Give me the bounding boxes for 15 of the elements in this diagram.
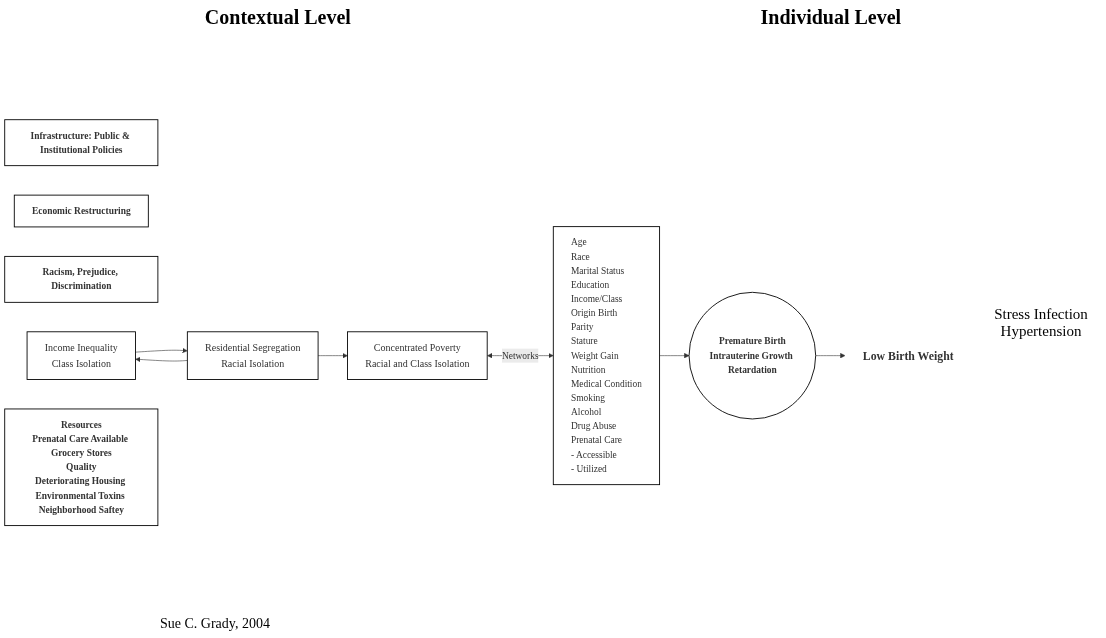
node-box: Residential Segregation Racial Isolation [186, 331, 319, 380]
caption: Sue C. Grady, 2004 [160, 616, 271, 632]
level-heading: Contextual Level [204, 6, 351, 29]
node-box: Resources Prenatal Care Available Grocery Stores Quality Deteriorating Housing Environmental Toxins Neighborhood Saftey [4, 408, 159, 526]
node-box: Income Inequality Class Isolation [26, 331, 136, 380]
edge-label: Networks [501, 350, 539, 361]
edge-note: Stress Infection Hypertension [993, 305, 1089, 340]
node-box: Concentrated Poverty Racial and Class Isolation [347, 331, 488, 380]
node-box: Infrastructure: Public & Institutional Policies [4, 119, 159, 166]
node-text: Low Birth Weight [862, 349, 954, 362]
node-circle: Premature Birth Intrauterine Growth Retardation [688, 291, 817, 420]
node-box: Economic Restructuring [13, 194, 149, 228]
level-heading: Individual Level [760, 6, 902, 29]
node-box: Racism, Prejudice, Discrimination [4, 255, 159, 303]
node-box: Age Race Marital Status Education Income/Class Origin Birth Parity Stature Weight Gain Nutrition Medical Condition Smoking Alcohol Drug Abuse Prenatal Care - Accessible - Utilized [552, 226, 661, 485]
